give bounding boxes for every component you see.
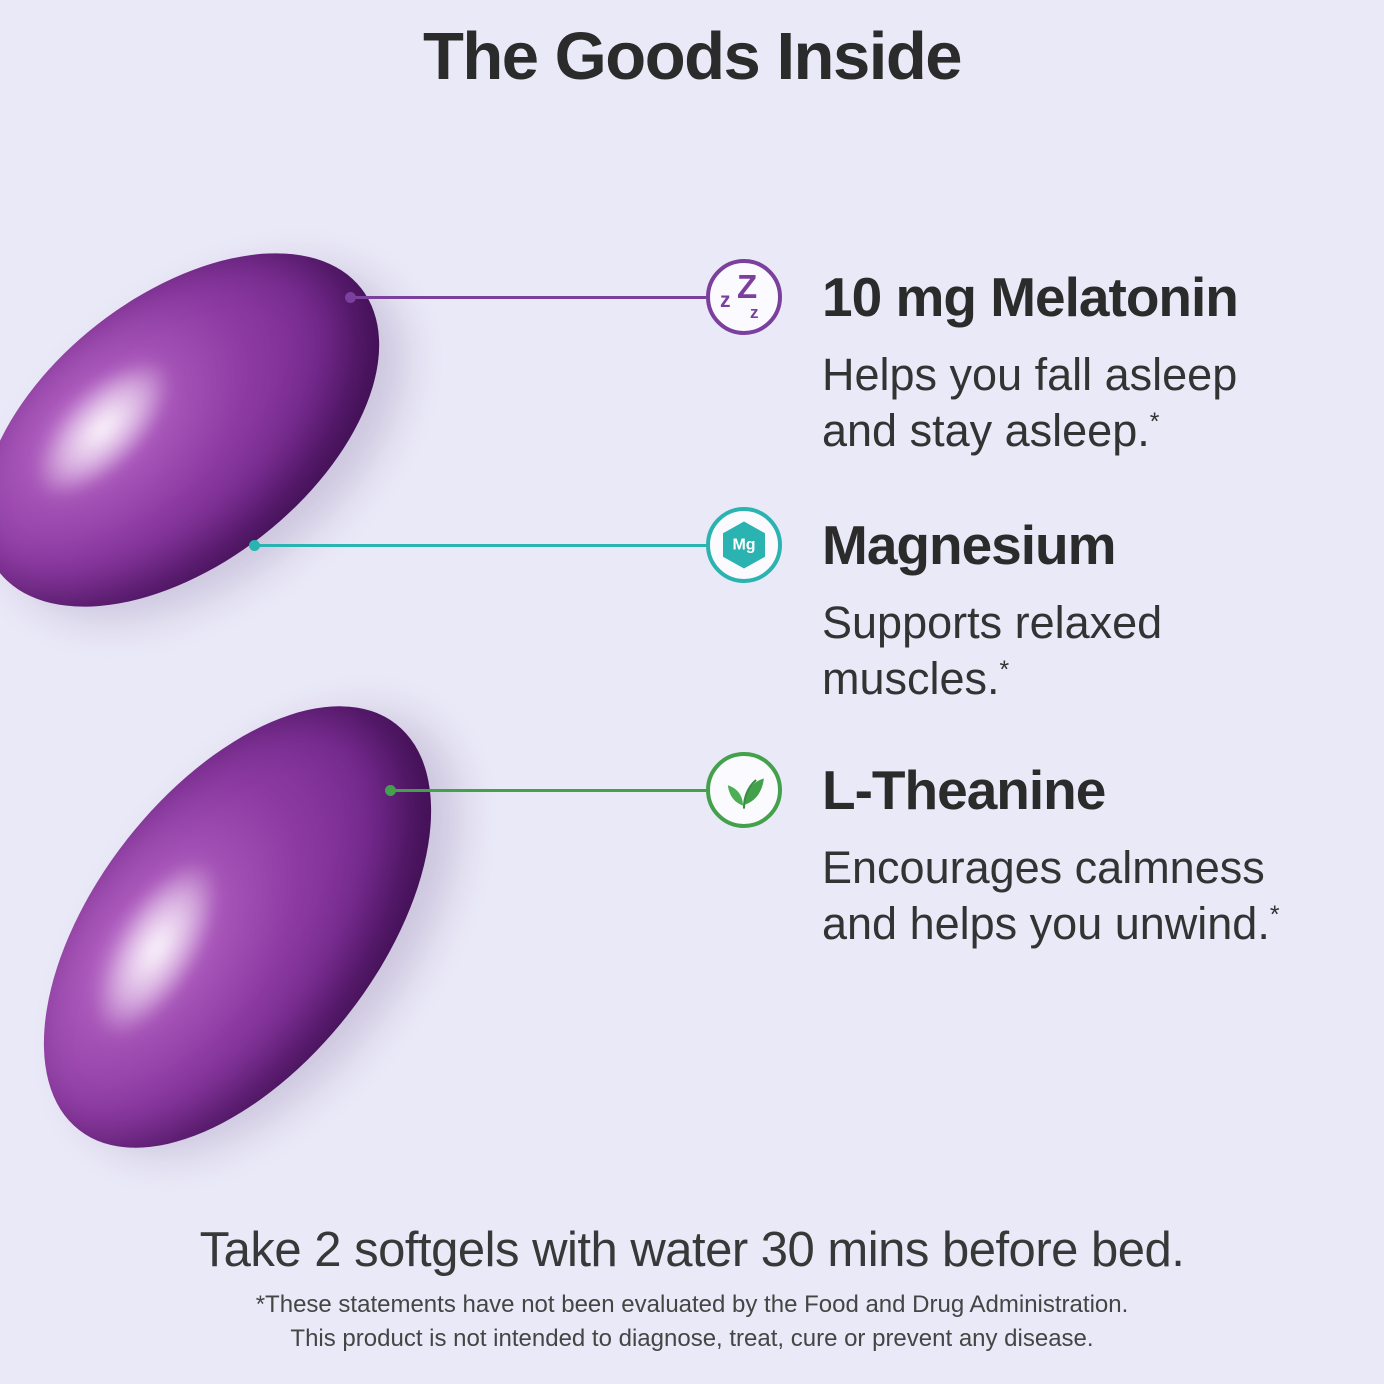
leader-line-magnesium — [249, 540, 706, 551]
description-line: muscles. — [822, 653, 1000, 705]
zzz-glyph: z — [750, 303, 759, 322]
capsule-highlight — [0, 305, 225, 553]
footnote-asterisk: * — [999, 657, 1010, 685]
description-line: Supports relaxed — [822, 597, 1163, 648]
capsule-highlight — [40, 804, 273, 1093]
leader-dot — [345, 292, 356, 303]
fda-disclaimer: *These statements have not been evaluate… — [0, 1288, 1384, 1356]
zzz-glyph: Z — [737, 268, 758, 305]
disclaimer-line: *These statements have not been evaluate… — [255, 1291, 1129, 1318]
ingredient-name: L-Theanine — [822, 759, 1106, 821]
leader-line-theanine — [385, 785, 706, 796]
magnesium-hexagon-icon: Mg — [706, 507, 782, 583]
magnesium-symbol: Mg — [723, 521, 765, 569]
ingredient-name: Magnesium — [822, 514, 1117, 576]
disclaimer-line: This product is not intended to diagnose… — [290, 1325, 1094, 1353]
leader-dot — [385, 785, 396, 796]
footnote-asterisk: * — [1269, 902, 1280, 930]
zzz-glyph: z — [720, 289, 731, 312]
leader-line-melatonin — [345, 292, 706, 303]
description-line: and helps you unwind. — [822, 898, 1270, 950]
usage-instruction: Take 2 softgels with water 30 mins befor… — [199, 1223, 1185, 1277]
ingredient-description: Encourages calmness and helps you unwind… — [822, 840, 1279, 953]
page-title: The Goods Inside — [422, 19, 963, 94]
ingredient-name: 10 mg Melatonin — [822, 266, 1239, 328]
softgel-capsule-top — [0, 182, 444, 678]
leaf-glyph — [727, 778, 764, 809]
ingredient-description: Supports relaxed muscles.* — [822, 595, 1162, 708]
zzz-icon: z Z z — [706, 259, 782, 335]
ingredient-melatonin: z Z z 10 mg Melatonin Helps you fall asl… — [706, 259, 1239, 460]
tea-leaf-icon — [706, 752, 782, 828]
description-line: Helps you fall asleep — [822, 349, 1238, 400]
softgel-capsule-bottom — [0, 637, 508, 1217]
ingredient-theanine: L-Theanine Encourages calmness and helps… — [706, 752, 1279, 953]
ingredient-description: Helps you fall asleep and stay asleep.* — [822, 347, 1238, 460]
description-line: Encourages calmness — [822, 842, 1265, 893]
footnote-asterisk: * — [1149, 409, 1160, 437]
ingredient-magnesium: Mg Magnesium Supports relaxed muscles.* — [706, 507, 1162, 708]
leader-dot — [249, 540, 260, 551]
description-line: and stay asleep. — [822, 405, 1150, 457]
